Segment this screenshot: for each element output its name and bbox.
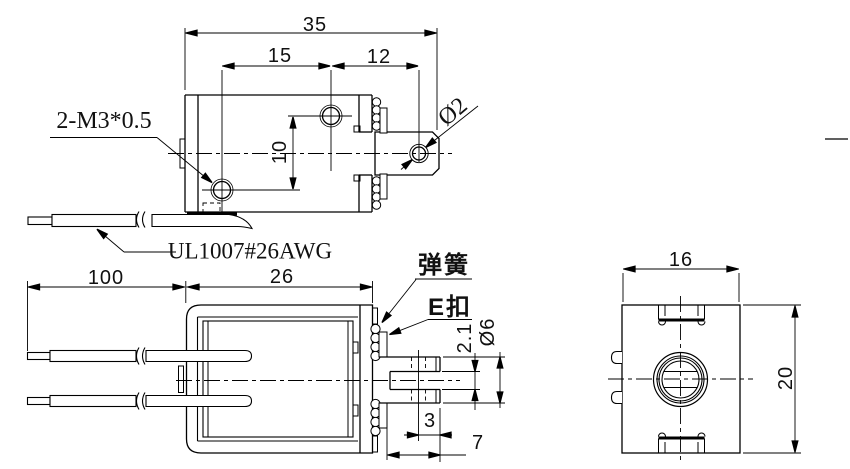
dim-body-length: 26 — [269, 266, 295, 288]
front-view — [26, 278, 505, 462]
label-mounting-holes: 2-M3*0.5 — [56, 108, 152, 134]
dim-side-height: 20 — [775, 365, 797, 391]
dim-plunger-dia: Ø6 — [477, 317, 499, 347]
label-lead-wire: UL1007#26AWG — [167, 238, 333, 264]
dim-hole-offset: 10 — [269, 139, 291, 165]
dim-overall-width: 35 — [302, 14, 328, 36]
label-e-ring: E扣 — [427, 294, 473, 321]
dim-slot-width: 2.1 — [454, 322, 476, 354]
side-view — [608, 265, 801, 462]
dim-to-pin-hole: 12 — [366, 46, 392, 68]
dim-plunger-ext: 7 — [471, 432, 485, 454]
dim-lead-length: 100 — [87, 267, 125, 289]
label-spring: 弹簧 — [418, 252, 470, 279]
top-view — [27, 28, 848, 253]
dim-hole-to-tip: 3 — [423, 410, 437, 432]
dim-side-width: 16 — [668, 249, 694, 271]
dim-hole-spacing: 15 — [267, 45, 293, 67]
